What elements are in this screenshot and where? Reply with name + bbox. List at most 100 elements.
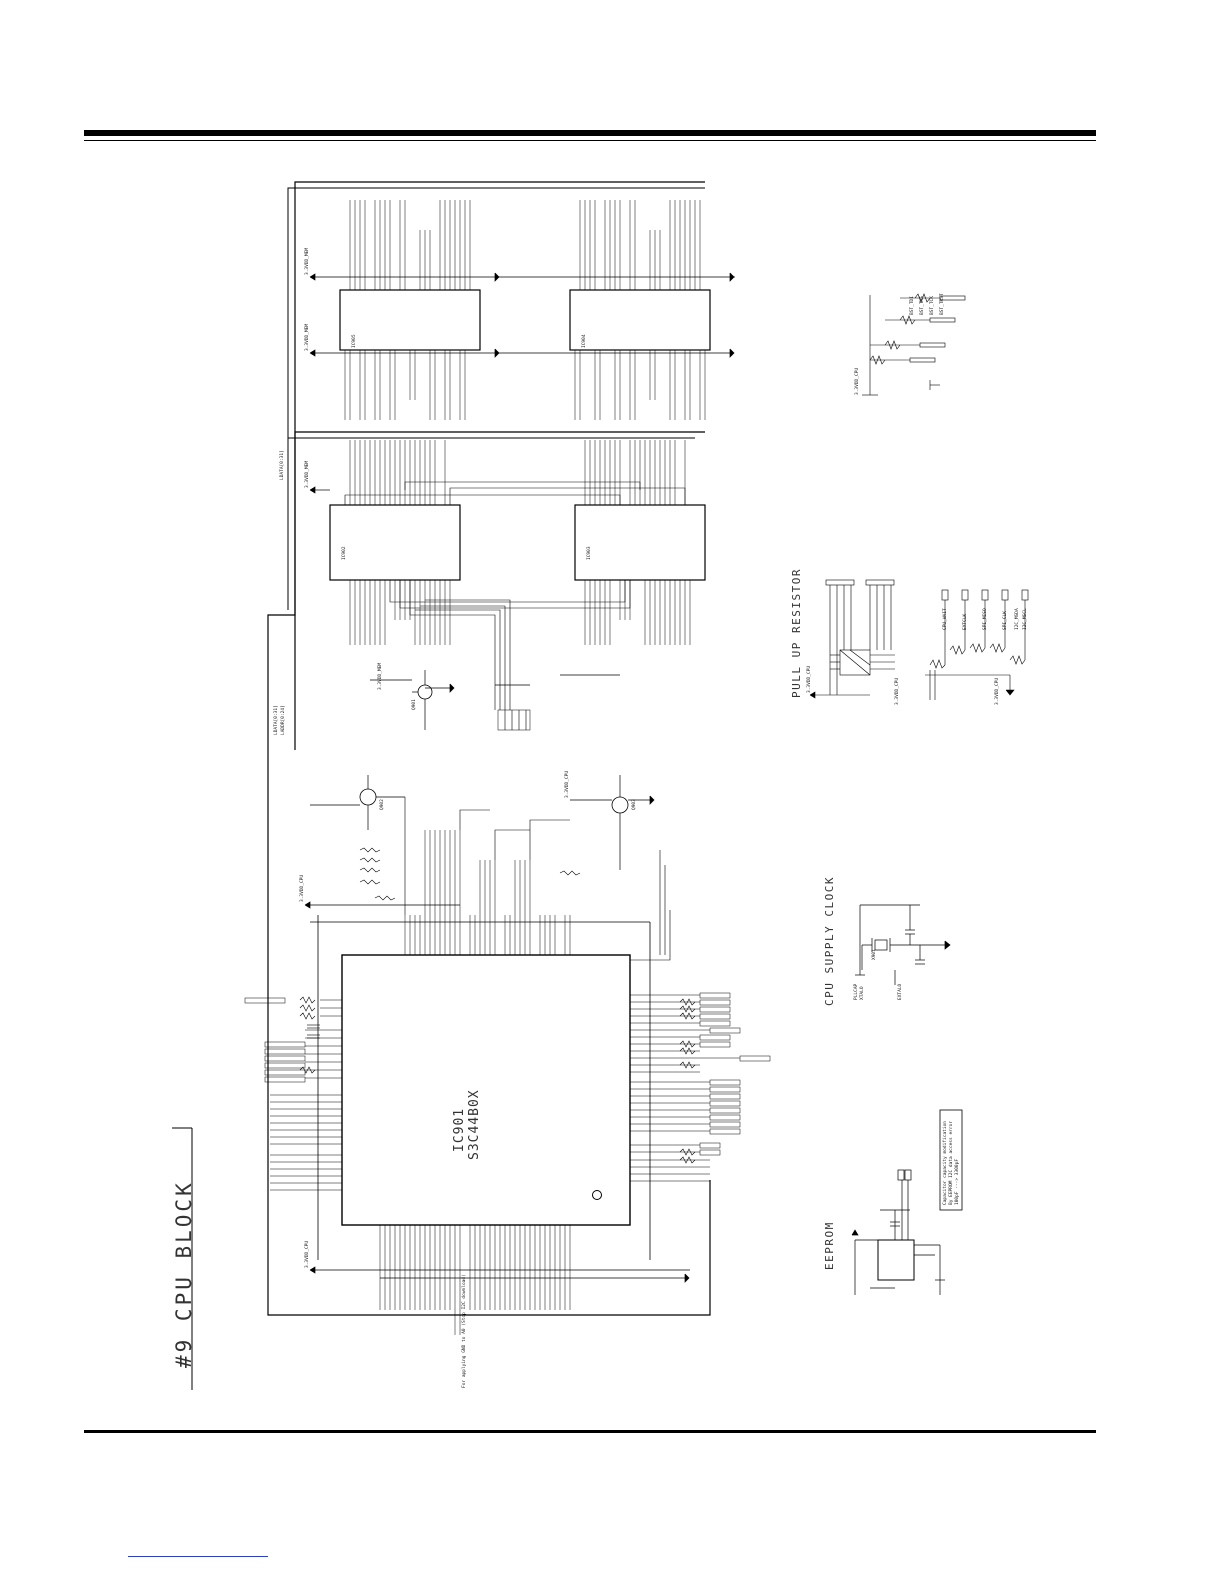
- pullup-net-spi-miso: SPI_MISO: [983, 608, 988, 630]
- ic903-body: [574, 504, 706, 581]
- cpu-right-flags: [699, 992, 771, 1156]
- ic904-ref: IC905: [352, 334, 357, 348]
- eeprom-note-line-3: 100pF ---> 3300pF: [955, 1158, 960, 1205]
- bus-frame-outer: [267, 181, 711, 1316]
- power-label-mem-4: 3.3VDD_MEM: [378, 662, 383, 690]
- pull-up-title: PULL UP RESISTOR: [790, 568, 803, 698]
- gnd-arrow-2: [729, 272, 735, 282]
- gnd-arrow-4: [729, 348, 735, 358]
- bus-label-data-2: LDATA[0:31]: [280, 450, 285, 480]
- cpu-top-pins: [404, 830, 571, 955]
- flash-cross-net-2: [399, 580, 631, 609]
- footer-rule: [84, 1430, 1096, 1433]
- pullup-group-upper: [809, 579, 895, 699]
- cpu-right-resistors: [679, 998, 696, 1164]
- power-label-cpu-bottom: 3.3VDD_CPU: [305, 1240, 310, 1268]
- q903-body: [611, 796, 629, 814]
- gnd-arrow-1: [494, 272, 500, 282]
- cpu-part: S3C44B0X: [467, 1089, 482, 1160]
- bus-frame-inner: [287, 187, 705, 610]
- cpu-right-edge-net-3: [630, 910, 671, 961]
- flash-cross-net-9: [344, 494, 621, 505]
- clock-net-extalo: EXTALO: [898, 983, 903, 1000]
- clock-title: CPU SUPPLY CLOCK: [823, 876, 836, 1006]
- cpu-left-pins: [270, 999, 342, 1191]
- footer-link-underline[interactable]: [128, 1556, 268, 1557]
- power-label-pullup-2: 3.3VDD_CPU: [895, 677, 900, 705]
- power-label-pullup-3: 3.3VDD_CPU: [995, 677, 1000, 705]
- cpu-upper-net-3: [529, 819, 570, 860]
- eeprom-title: EEPROM: [823, 1221, 836, 1270]
- jtag-net-tms: BST_TMS: [920, 296, 925, 315]
- cpu-right-pins: [630, 994, 740, 1182]
- flash-ctrl-labels: [497, 709, 531, 731]
- pullup-net-cpu-wait: CPU_WAIT: [943, 608, 948, 630]
- cpu-upper-net-1: [459, 809, 490, 830]
- q901-ref: Q901: [412, 699, 417, 710]
- jtag-net-tdi: BST_TDI: [910, 296, 915, 315]
- power-label-cpu-top: 3.3VDD_CPU: [300, 874, 305, 902]
- ic901-body: [341, 954, 631, 1226]
- pullup-group-lower: [925, 589, 1029, 700]
- pullup-net-extclk: EXTCLK: [963, 613, 968, 630]
- flash-cross-net-4: [449, 487, 686, 505]
- clock-net-xtalo: XTALO: [860, 986, 865, 1000]
- crystal-ref: X901: [872, 949, 877, 960]
- pullup-net-i2c-mscl: I2C_MSCL: [1023, 608, 1028, 630]
- ic904-body: [339, 289, 481, 351]
- schematic-drawing: [172, 181, 1029, 1390]
- cpu-ref: IC901: [452, 1107, 467, 1152]
- q902-ref: Q902: [380, 799, 385, 810]
- ic904-top-nets: [349, 200, 471, 290]
- power-label-pullup-1: 3.3VDD_CPU: [807, 665, 812, 693]
- eeprom-note-box: [939, 1109, 963, 1211]
- q901-body: [417, 684, 433, 700]
- jtag-net-tck: BST_TCK: [930, 296, 935, 315]
- pullup-net-spi-clk: SPI_CLK: [1003, 611, 1008, 630]
- ic905-ref: IC904: [582, 334, 587, 348]
- power-label-mem-1: 3.3VDD_MEM: [305, 247, 310, 275]
- flash-ctrl-nets: [504, 710, 527, 730]
- eeprom-note-line-1: Capacitor capacity modification: [943, 1121, 948, 1205]
- pullup-net-i2c-msda: I2C_MSDA: [1015, 608, 1020, 630]
- flash-cross-net-1: [389, 580, 626, 603]
- flash-cross-net-8: [425, 599, 511, 710]
- ic903-ref: IC903: [587, 546, 592, 560]
- sdram-bottom-nets: [344, 350, 706, 420]
- jtag-net-trst: BST_TRST: [940, 293, 945, 315]
- vdd-arrow-2: [309, 349, 316, 357]
- cpu-left-resistors: [299, 996, 316, 1074]
- eeprom-note-line-2: By EEPROM I2C data access error: [949, 1121, 954, 1205]
- bus-label-addr: LADDR[0:24]: [281, 705, 286, 735]
- bus-frame-mid: [294, 431, 705, 750]
- jtag-pullups: [862, 293, 966, 396]
- flash-cross-net-5: [409, 580, 496, 710]
- ic902-ref: IC902: [342, 546, 347, 560]
- schematic-sheet: #9 CPU BLOCK PULL UP RESISTOR CPU SUPPLY…: [150, 170, 1090, 1410]
- clock-net-pllcap: PLLCAP: [854, 983, 859, 1000]
- cpu-left-flags: [244, 997, 306, 1083]
- flash-download-note: For applying GND to A0 (Stop I2C downloa…: [462, 1274, 467, 1388]
- clock-circuit: [855, 904, 951, 985]
- flash-cross-net-6: [415, 609, 501, 710]
- ic902-body: [329, 504, 461, 581]
- cpu-upper-net-2: [494, 829, 530, 860]
- flash-top-nets: [349, 440, 686, 505]
- ic905-top-nets: [579, 200, 701, 290]
- q902-body: [359, 788, 377, 806]
- eeprom-circuit: [851, 1169, 945, 1295]
- power-label-mem-2: 3.3VDD_MEM: [305, 323, 310, 351]
- cpu-bottom-pins: [379, 1225, 571, 1335]
- power-label-mem-3: 3.3VDD_MEM: [305, 460, 310, 488]
- power-label-cpu-q903: 3.3VDD_CPU: [565, 770, 570, 798]
- block-title: #9 CPU BLOCK: [172, 1180, 196, 1368]
- gnd-arrow-3: [494, 348, 500, 358]
- power-label-jtag: 3.3VDD_CPU: [855, 367, 860, 395]
- header-rule: [84, 130, 1096, 136]
- bus-label-data: LDATA[0:31]: [274, 705, 279, 735]
- flash-cross-net-3: [404, 481, 641, 490]
- cpu-decoupling-caps: [307, 1024, 320, 1039]
- ic905-body: [569, 289, 711, 351]
- q903-ref: Q903: [632, 799, 637, 810]
- cpu-top-resistors: [359, 847, 581, 901]
